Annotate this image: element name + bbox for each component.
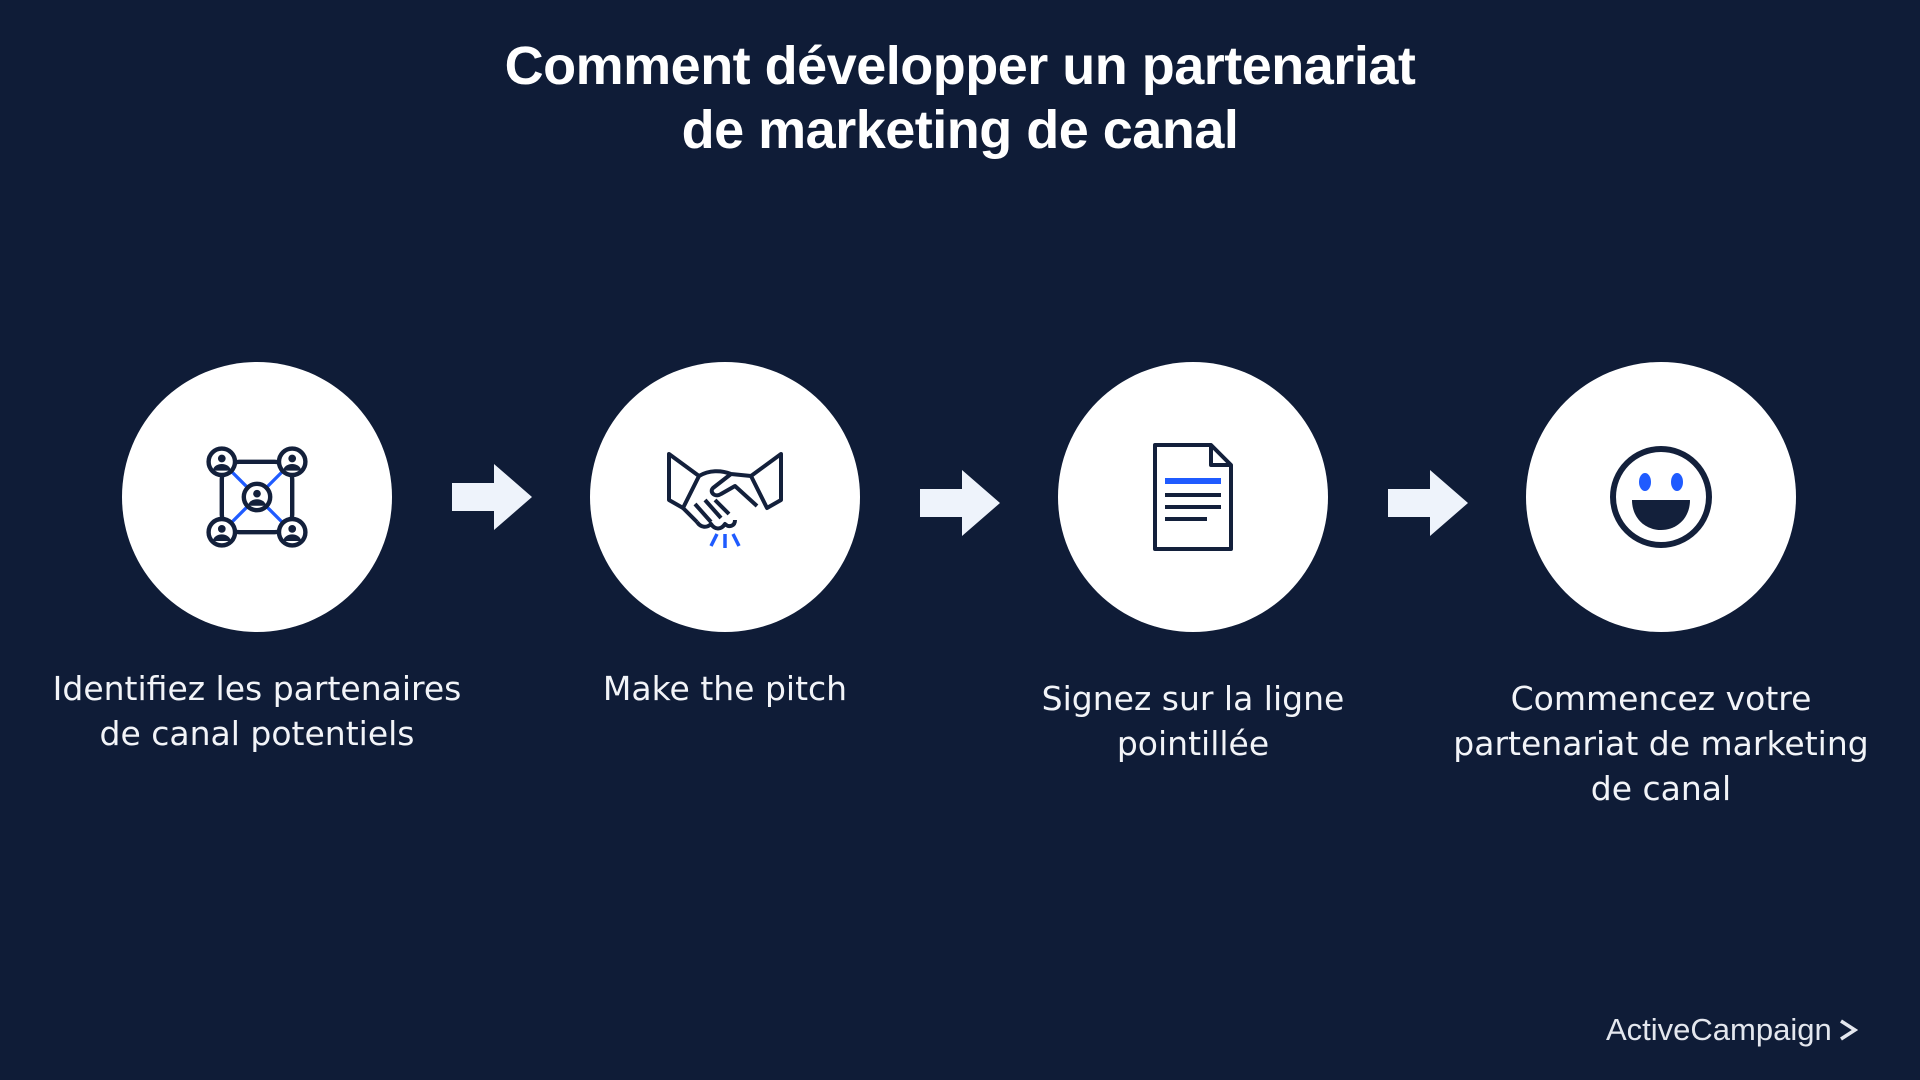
label-line: Commencez votre (1510, 679, 1812, 718)
arrow-right-icon (1388, 470, 1468, 536)
label-line: partenariat de marketing (1453, 724, 1869, 763)
label-line: Make the pitch (602, 669, 848, 708)
chevron-right-icon (1839, 1019, 1858, 1041)
step-1-label: Identifiez les partenaires de canal pote… (27, 666, 487, 756)
arrow-right-icon (920, 470, 1000, 536)
step-3-circle (1058, 362, 1328, 632)
activecampaign-logo: ActiveCampaign (1606, 1012, 1858, 1048)
label-line: Signez sur la ligne (1041, 679, 1345, 718)
label-line: de canal potentiels (99, 714, 415, 753)
label-line: de canal (1590, 769, 1732, 808)
step-2-label: Make the pitch (495, 666, 955, 711)
title-line-1: Comment développer un partenariat (504, 36, 1416, 96)
brand-name: ActiveCampaign (1606, 1012, 1832, 1047)
label-line: Identifiez les partenaires (52, 669, 462, 708)
network-people-icon (206, 446, 308, 548)
step-2-circle (590, 362, 860, 632)
label-line: pointillée (1116, 724, 1270, 763)
step-1-circle (122, 362, 392, 632)
arrow-right-icon (452, 464, 532, 530)
step-3-label: Signez sur la ligne pointillée (963, 676, 1423, 766)
document-icon (1153, 443, 1233, 551)
page-title: Comment développer un partenariat de mar… (0, 34, 1920, 162)
handshake-icon (667, 452, 783, 548)
title-line-2: de marketing de canal (681, 100, 1239, 160)
step-4-label: Commencez votre partenariat de marketing… (1431, 676, 1891, 811)
step-4-circle (1526, 362, 1796, 632)
smiley-face-icon (1610, 446, 1712, 548)
